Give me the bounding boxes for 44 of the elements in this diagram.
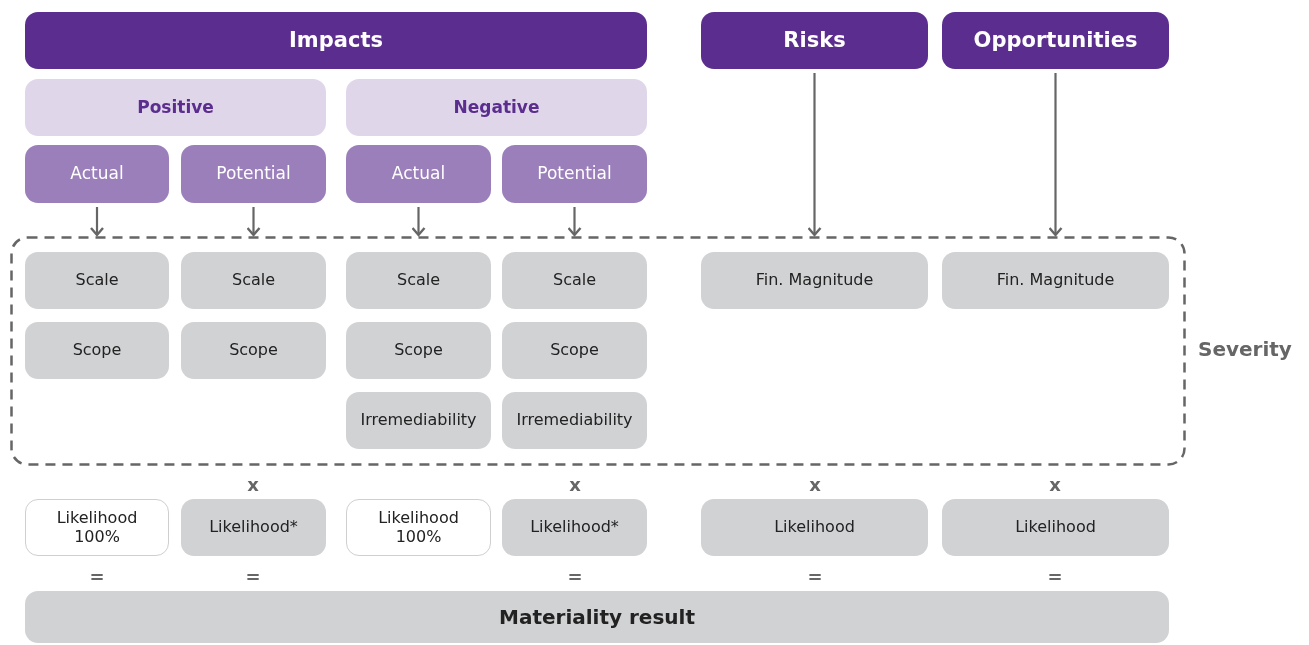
category-header: Risks	[701, 12, 928, 69]
operator-sign: x	[808, 474, 822, 496]
arrow	[567, 207, 582, 237]
factor-box: Likelihood 100%	[25, 499, 169, 556]
operator-sign: x	[1048, 474, 1062, 496]
subcategory-box: Negative	[346, 79, 647, 136]
category-header: Opportunities	[942, 12, 1169, 69]
arrow	[807, 73, 822, 237]
factor-box: Scale	[346, 252, 491, 309]
factor-box: Fin. Magnitude	[942, 252, 1169, 309]
operator-sign: =	[88, 566, 106, 588]
factor-box: Scope	[502, 322, 647, 379]
operator-sign: =	[1046, 566, 1064, 588]
factor-box: Scope	[25, 322, 169, 379]
factor-box: Likelihood 100%	[346, 499, 491, 556]
result-bar: Materiality result	[25, 591, 1169, 643]
operator-sign: =	[244, 566, 262, 588]
factor-box: Irremediability	[502, 392, 647, 449]
type-box: Potential	[181, 145, 326, 203]
operator-sign: =	[566, 566, 584, 588]
operator-sign: =	[806, 566, 824, 588]
subcategory-box: Positive	[25, 79, 326, 136]
factor-box: Scope	[181, 322, 326, 379]
factor-box: Fin. Magnitude	[701, 252, 928, 309]
type-box: Actual	[346, 145, 491, 203]
arrow	[411, 207, 426, 237]
factor-box: Scale	[181, 252, 326, 309]
arrow	[1048, 73, 1063, 237]
factor-box: Scope	[346, 322, 491, 379]
type-box: Potential	[502, 145, 647, 203]
factor-box: Likelihood	[942, 499, 1169, 556]
operator-sign: x	[568, 474, 582, 496]
factor-box: Scale	[25, 252, 169, 309]
type-box: Actual	[25, 145, 169, 203]
arrow	[246, 207, 261, 237]
operator-sign: x	[246, 474, 260, 496]
factor-box: Irremediability	[346, 392, 491, 449]
category-header: Impacts	[25, 12, 647, 69]
arrow	[89, 207, 105, 237]
factor-box: Scale	[502, 252, 647, 309]
factor-box: Likelihood*	[502, 499, 647, 556]
group-heading: Severity	[1198, 338, 1292, 361]
factor-box: Likelihood	[701, 499, 928, 556]
factor-box: Likelihood*	[181, 499, 326, 556]
